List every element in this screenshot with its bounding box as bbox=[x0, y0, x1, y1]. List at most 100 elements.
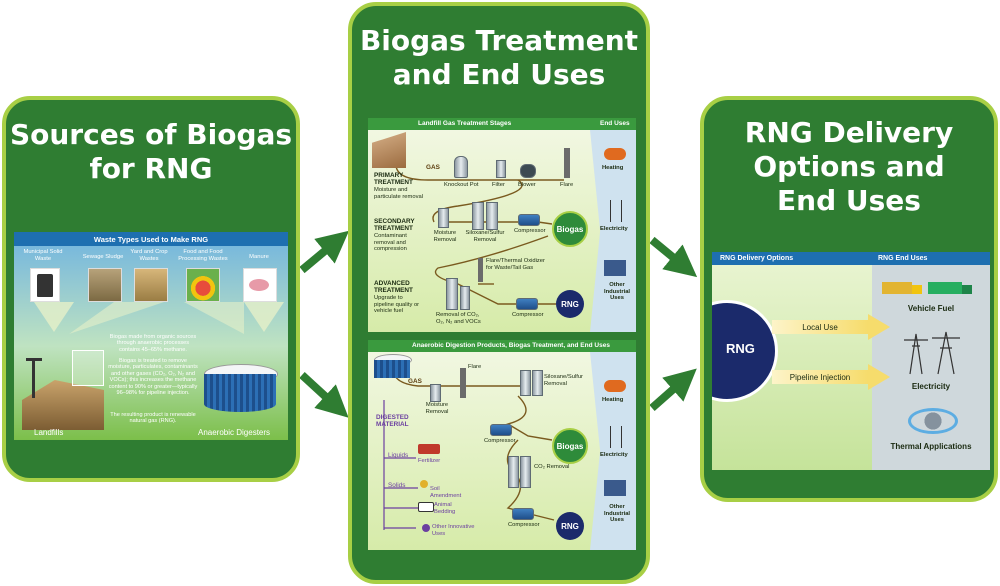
trash-bin-icon bbox=[30, 268, 60, 302]
knockout-pot-label: Knockout Pot bbox=[444, 182, 479, 188]
compressor2-label: Compressor bbox=[512, 312, 544, 318]
flare-icon bbox=[564, 148, 570, 178]
digestion-biogas-circle: Biogas bbox=[552, 428, 588, 464]
electricity-tower-icon bbox=[610, 200, 622, 222]
fertilizer-tractor-icon bbox=[418, 444, 440, 454]
co2-removal-icon bbox=[520, 456, 531, 488]
digestion-electricity-icon bbox=[610, 426, 622, 448]
digestion-moisture-icon bbox=[430, 384, 441, 402]
digestion-gas-label: GAS bbox=[408, 378, 422, 385]
digestion-industrial-icon bbox=[604, 480, 626, 496]
delivery-rng-label: RNG bbox=[726, 341, 755, 356]
landfill-treatment-card: Landfill Gas Treatment Stages End Uses G… bbox=[368, 118, 636, 332]
food-waste-icon bbox=[186, 268, 220, 302]
gas-burner-icon bbox=[908, 408, 958, 434]
biogas-description-3: The resulting product is renewable natur… bbox=[110, 412, 196, 425]
digestion-siloxane-icon bbox=[520, 370, 531, 396]
digestion-end-use-electricity: Electricity bbox=[600, 452, 628, 458]
waste-type-label: Food and Food Processing Wastes bbox=[178, 249, 228, 262]
end-use-electricity-right: Electricity bbox=[911, 382, 951, 391]
digestion-compressor-icon bbox=[490, 424, 512, 436]
digestion-rng-label: RNG bbox=[561, 521, 579, 531]
digestion-flare-icon bbox=[460, 368, 466, 398]
pipeline-injection-arrow: Pipeline Injection bbox=[772, 364, 890, 390]
crop-waste-icon bbox=[134, 268, 168, 302]
thermal-oxidizer-icon bbox=[478, 258, 483, 282]
moisture-removal-label: Moisture Removal bbox=[433, 230, 457, 243]
arrow-sources-to-landfill-treatment bbox=[299, 230, 350, 274]
waste-type-label: Sewage Sludge bbox=[82, 254, 124, 260]
digestion-heating-icon bbox=[604, 380, 626, 392]
arrow-landfill-to-delivery bbox=[649, 236, 698, 278]
fertilizer-label: Fertilizer bbox=[418, 458, 441, 464]
compressor2-icon bbox=[516, 298, 538, 310]
solids-label: Solids bbox=[388, 482, 406, 489]
industrial-plant-icon bbox=[604, 260, 626, 276]
landfill-illustration bbox=[22, 350, 104, 430]
treatment-panel-title: Biogas Treatment and End Uses bbox=[359, 24, 639, 92]
digestion-compressor-label: Compressor bbox=[484, 438, 516, 444]
other-uses-label: Other Innovative Uses bbox=[432, 524, 475, 537]
digestion-moisture-label: Moisture Removal bbox=[425, 402, 449, 415]
gas-upgrade-icon bbox=[446, 278, 458, 310]
delivery-end-uses-header: RNG End Uses bbox=[878, 255, 928, 262]
garbage-truck-icon bbox=[928, 282, 972, 296]
flare-label: Flare bbox=[560, 182, 574, 188]
blower-label: Blower bbox=[518, 182, 536, 188]
sources-card: Waste Types Used to Make RNG Municipal S… bbox=[14, 232, 288, 440]
end-use-heating: Heating bbox=[602, 165, 624, 171]
local-use-label: Local Use bbox=[802, 322, 838, 332]
transmission-tower-icon bbox=[904, 331, 960, 375]
gas-label: GAS bbox=[426, 164, 440, 171]
digestion-card: Anaerobic Digestion Products, Biogas Tre… bbox=[368, 340, 636, 550]
digestion-siloxane-icon bbox=[532, 370, 543, 396]
landfill-rng-circle: RNG bbox=[556, 290, 584, 318]
digestion-rng-circle: RNG bbox=[556, 512, 584, 540]
end-use-electricity: Electricity bbox=[600, 226, 628, 232]
waste-types-title: Waste Types Used to Make RNG bbox=[93, 235, 209, 244]
filter-icon bbox=[496, 160, 506, 178]
delivery-panel: RNG Delivery Options and End Uses RNG De… bbox=[700, 96, 998, 502]
secondary-treatment-desc: Contaminant removal and compression bbox=[374, 233, 407, 253]
heating-tank-icon bbox=[604, 148, 626, 160]
digesters-label: Anaerobic Digesters bbox=[198, 428, 271, 437]
sources-panel: Sources of Biogas for RNG Waste Types Us… bbox=[2, 96, 300, 482]
advanced-treatment-title: ADVANCED TREATMENT bbox=[374, 280, 413, 295]
arrow-sources-to-digestion bbox=[299, 372, 349, 418]
cow-icon bbox=[418, 502, 434, 512]
gas-upgrade-icon bbox=[460, 286, 470, 310]
digestion-compressor2-label: Compressor bbox=[508, 522, 540, 528]
filter-label: Filter bbox=[492, 182, 505, 188]
digestion-biogas-label: Biogas bbox=[556, 441, 584, 451]
waste-type-label: Municipal Solid Waste bbox=[23, 249, 63, 262]
delivery-panel-title: RNG Delivery Options and End Uses bbox=[744, 116, 954, 218]
flare-oxidizer-label: Flare/Thermal Oxidizer for Waste/Tail Ga… bbox=[486, 258, 545, 271]
end-uses-area bbox=[872, 265, 990, 470]
siloxane-removal-icon bbox=[486, 202, 498, 230]
digestion-end-use-other: Other Industrial Uses bbox=[603, 504, 631, 524]
biogas-description-2: Biogas is treated to remove moisture, pa… bbox=[108, 358, 198, 397]
soil-amendment-label: Soil Amendment bbox=[430, 486, 462, 499]
primary-treatment-title: PRIMARY TREATMENT bbox=[374, 172, 413, 187]
innovation-icon bbox=[422, 524, 430, 532]
manure-pig-icon bbox=[243, 268, 277, 302]
landfill-end-uses-title: End Uses bbox=[600, 120, 630, 127]
primary-treatment-desc: Moisture and particulate removal bbox=[374, 187, 423, 200]
rng-label: RNG bbox=[561, 299, 579, 309]
pipeline-injection-label: Pipeline Injection bbox=[789, 372, 851, 382]
digested-material-label: DIGESTED MATERIAL bbox=[376, 414, 409, 429]
soil-icon bbox=[420, 480, 428, 488]
removal-gases-label: Removal of CO₂, O₂, N₂ and VOCs bbox=[436, 312, 481, 325]
biogas-description-1: Biogas made from organic sources through… bbox=[109, 334, 197, 353]
knockout-pot-icon bbox=[454, 156, 468, 178]
sludge-icon bbox=[88, 268, 122, 302]
end-use-other-industrial: Other Industrial Uses bbox=[603, 282, 631, 302]
treatment-panel: Biogas Treatment and End Uses Landfill G… bbox=[348, 2, 650, 584]
co2-removal-label: CO₂ Removal bbox=[534, 464, 570, 470]
waste-type-label: Manure bbox=[249, 254, 269, 260]
digester-tank-icon bbox=[374, 354, 412, 380]
landfill-biogas-circle: Biogas bbox=[552, 211, 588, 247]
landfills-label: Landfills bbox=[34, 428, 64, 437]
waste-flow-arrows bbox=[34, 302, 284, 334]
sources-panel-title: Sources of Biogas for RNG bbox=[9, 118, 293, 186]
